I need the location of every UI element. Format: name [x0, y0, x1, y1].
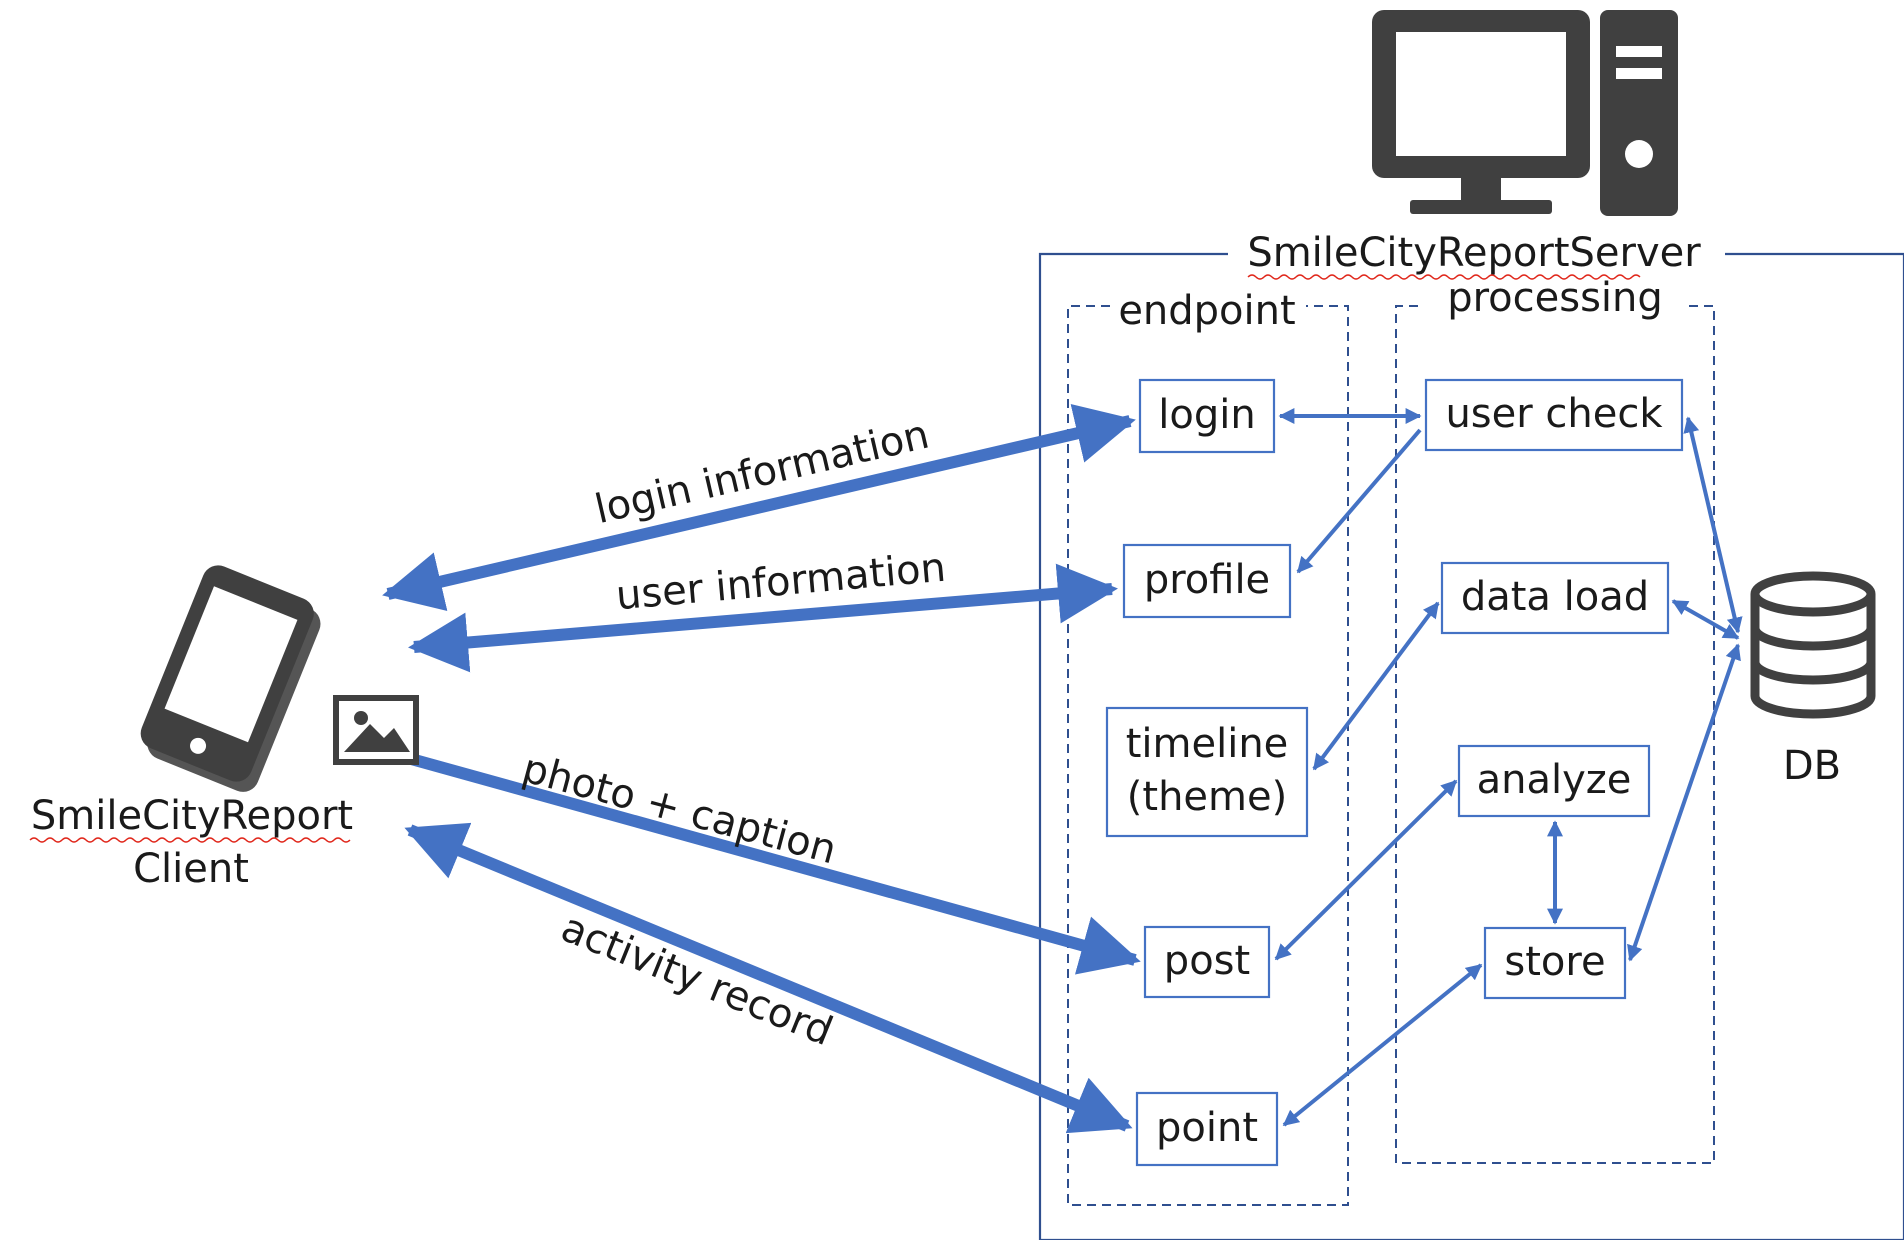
endpoint-group-label: endpoint: [1118, 288, 1295, 334]
smartphone-icon: [140, 565, 321, 792]
arrow-dataload-timeline: [1312, 601, 1440, 771]
process-user-check-label: user check: [1445, 391, 1663, 437]
endpoint-login: login: [1138, 378, 1276, 454]
arrow-dataload-db: [1671, 599, 1740, 640]
process-store: store: [1483, 926, 1627, 1000]
endpoint-timeline-label-line1: timeline: [1126, 721, 1289, 767]
flow-label-login-information: login information: [591, 412, 934, 534]
arrow-usercheck-profile: [1296, 428, 1422, 574]
process-analyze: analyze: [1457, 744, 1651, 818]
endpoint-timeline: timeline (theme): [1105, 706, 1309, 838]
flow-label-activity-record: activity record: [555, 905, 839, 1056]
server-frame: [1038, 252, 1904, 1240]
endpoint-point: point: [1135, 1091, 1279, 1167]
internal-arrows: [1274, 408, 1743, 1127]
endpoint-post-label: post: [1164, 938, 1250, 984]
processing-group: [1395, 305, 1715, 1164]
flow-label-photo-caption: photo + caption: [517, 745, 841, 873]
client-label-line2: Client: [133, 846, 249, 892]
database-label: DB: [1783, 743, 1841, 789]
arrow-analyze-post: [1274, 779, 1458, 961]
client-server-arrows: [382, 404, 1141, 1134]
desktop-computer-icon: [1372, 10, 1678, 216]
arrow-usercheck-db: [1683, 416, 1743, 634]
arrow-photo-caption: [402, 751, 1141, 975]
endpoint-post: post: [1143, 925, 1271, 999]
process-data-load: data load: [1440, 561, 1670, 635]
endpoint-timeline-label-line2: (theme): [1127, 774, 1287, 820]
endpoint-point-label: point: [1156, 1105, 1258, 1151]
arrow-activity-record: [404, 822, 1133, 1134]
processing-group-label: processing: [1447, 275, 1663, 321]
arrow-store-point: [1282, 963, 1483, 1127]
process-user-check: user check: [1424, 378, 1684, 452]
process-analyze-label: analyze: [1477, 757, 1632, 803]
spellcheck-underline: [29, 837, 351, 843]
endpoint-profile-label: profile: [1144, 557, 1270, 603]
client-label-line1: SmileCityReport: [31, 793, 353, 839]
process-data-load-label: data load: [1461, 574, 1649, 620]
server-title: SmileCityReportServer: [1247, 230, 1701, 276]
spellcheck-underline: [1247, 274, 1641, 280]
endpoint-login-label: login: [1158, 392, 1255, 438]
arrow-user-information: [408, 563, 1118, 673]
arrow-store-db: [1627, 643, 1741, 962]
process-store-label: store: [1504, 939, 1605, 985]
endpoint-group: [1067, 305, 1349, 1206]
database-icon: [1750, 571, 1876, 719]
image-icon: [333, 695, 419, 765]
endpoint-profile: profile: [1122, 543, 1292, 619]
